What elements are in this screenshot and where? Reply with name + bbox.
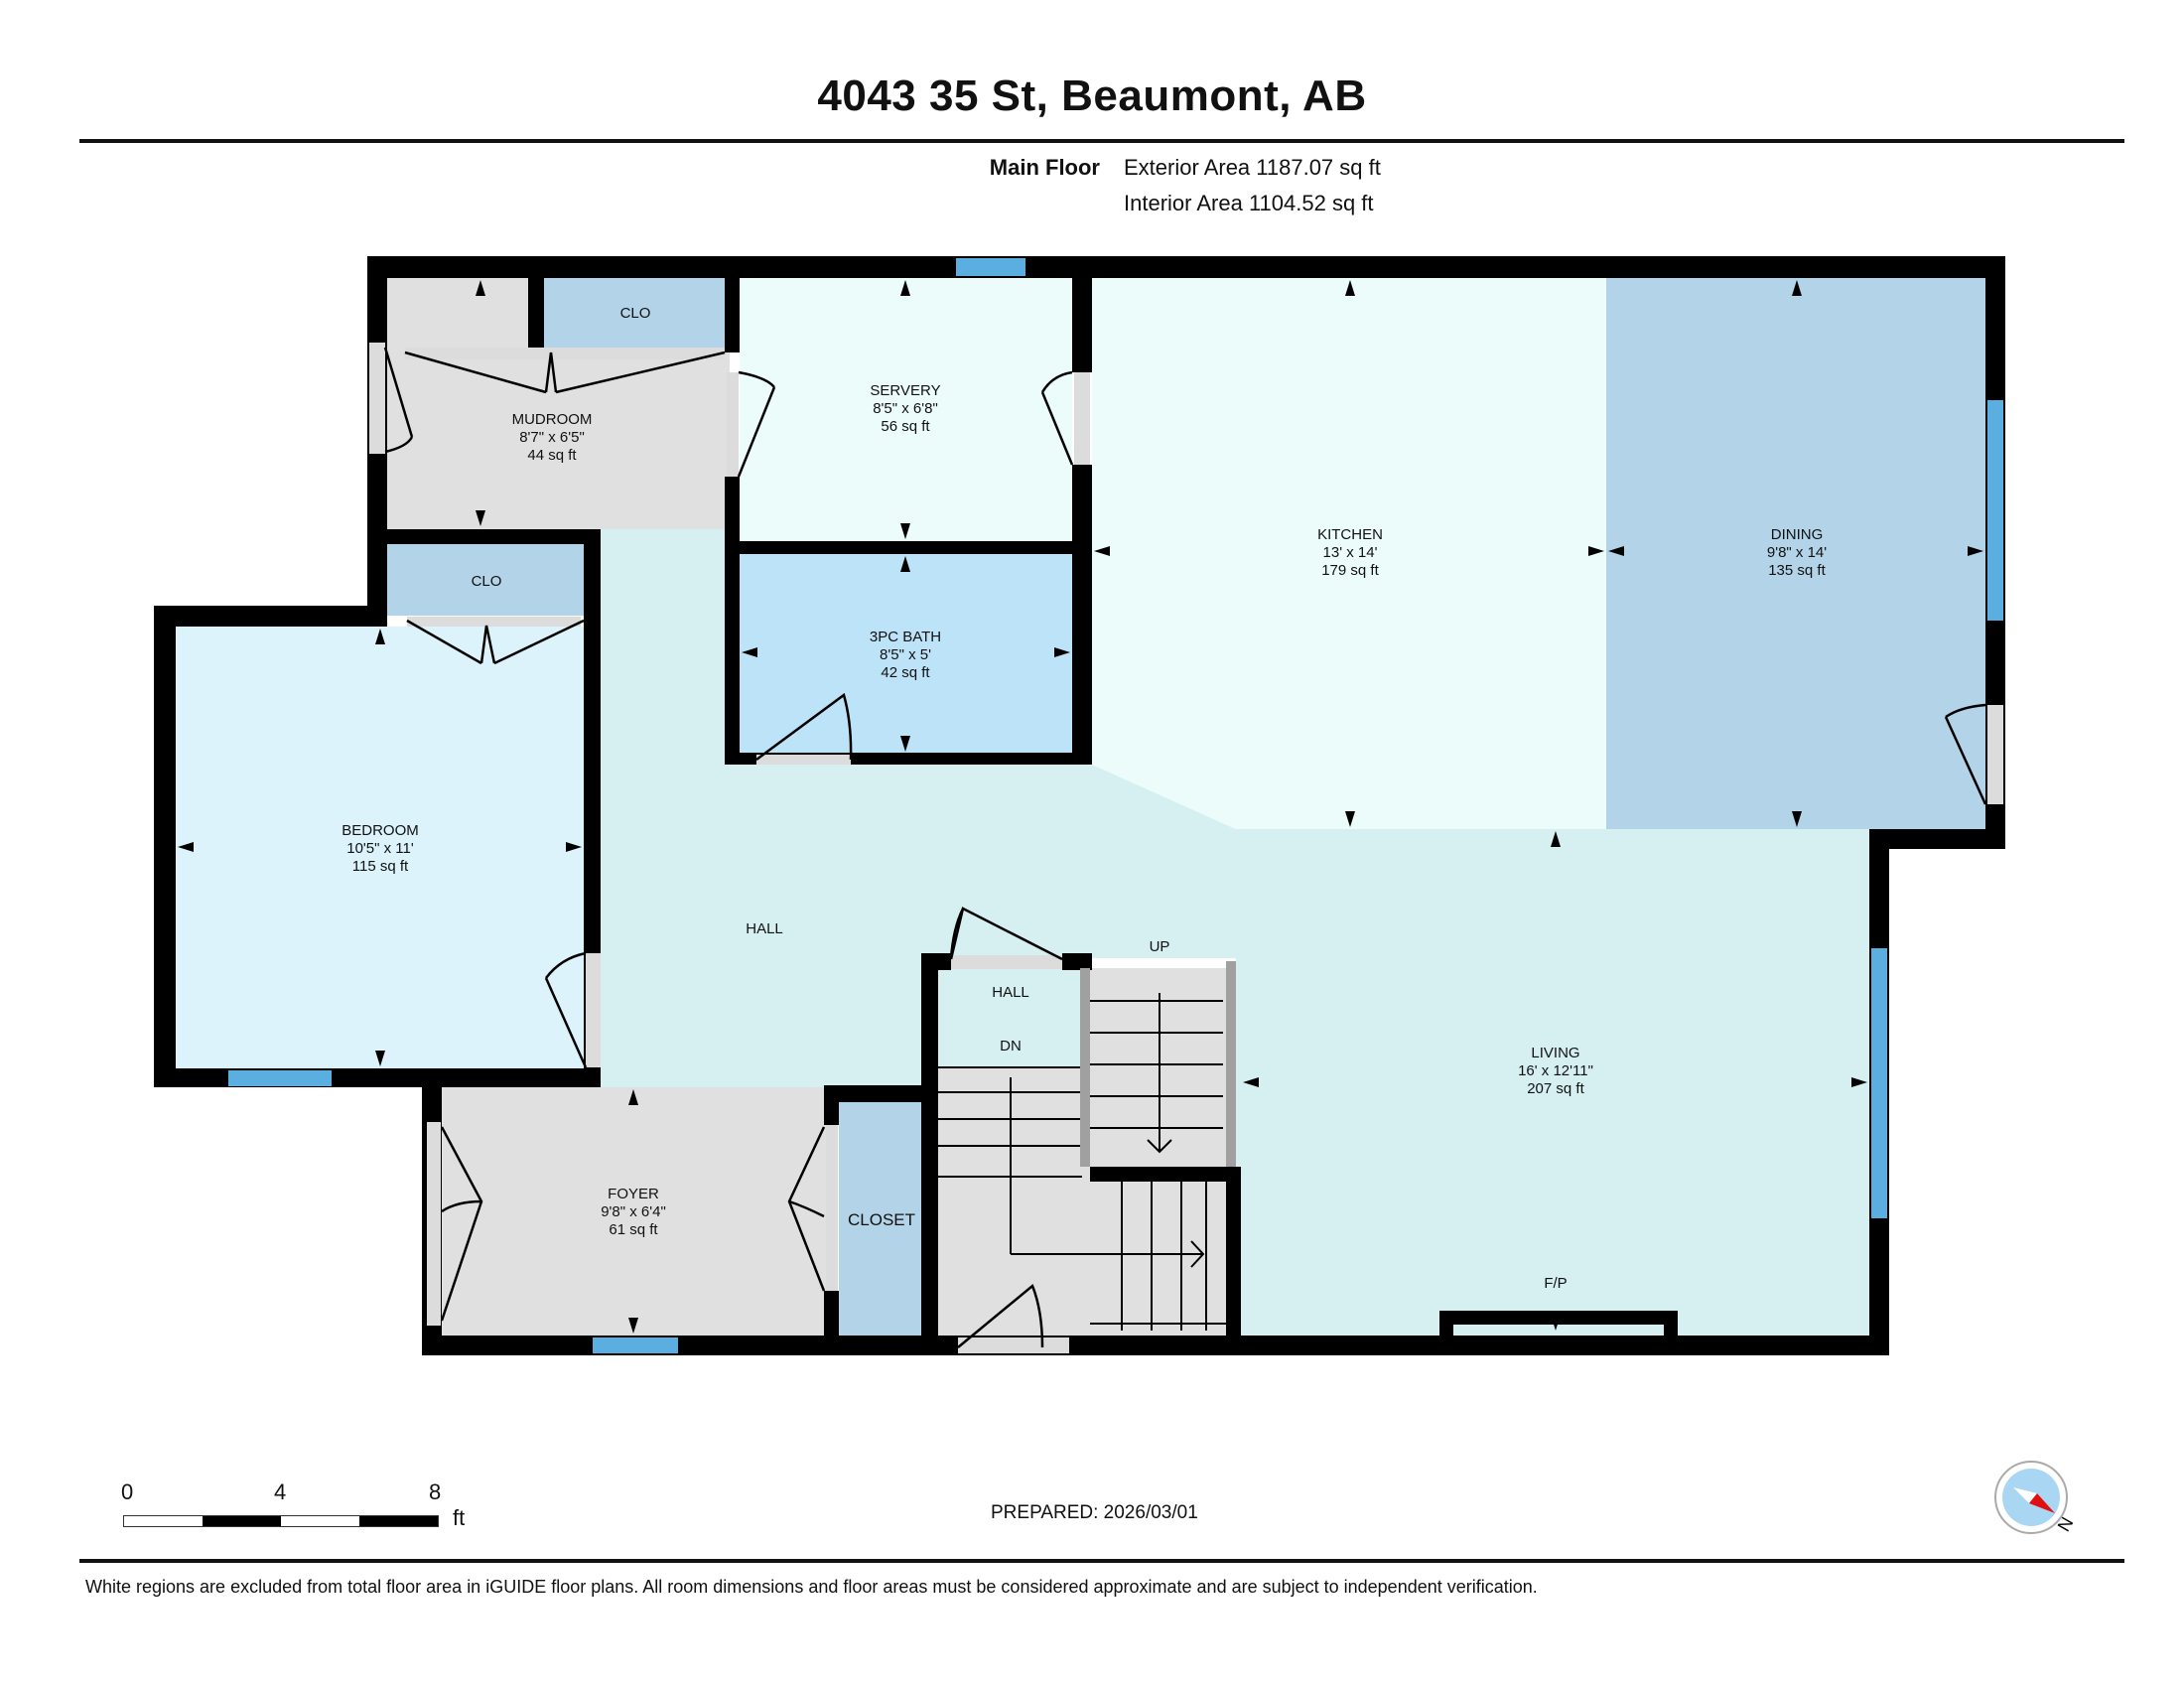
dining-area-label: 135 sq ft (1768, 562, 1826, 579)
mudroom-dims: 8'7" x 6'5" (519, 429, 585, 446)
servery-dims: 8'5" x 6'8" (873, 400, 938, 417)
room-fills (176, 278, 1985, 1336)
mudroom-name: MUDROOM (512, 411, 593, 428)
servery-name: SERVERY (870, 382, 940, 399)
dimension-arrows (178, 280, 1983, 1334)
stairs-up-area (1090, 968, 1226, 1167)
foyer-dims: 9'8" x 6'4" (601, 1203, 666, 1220)
stair-hall-label: HALL (992, 984, 1029, 1001)
windows (228, 258, 2003, 1353)
servery-area (740, 278, 1072, 541)
bath-dims: 8'5" x 5' (880, 646, 931, 663)
living-name: LIVING (1531, 1045, 1579, 1061)
window-living (1871, 948, 1887, 1218)
bath-area (740, 554, 1072, 755)
kitchen-area (1092, 278, 1606, 829)
foyer-name: FOYER (608, 1186, 659, 1202)
bath-area-label: 42 sq ft (881, 664, 930, 681)
stair-rails (1080, 961, 1236, 1167)
window-foyer (593, 1337, 678, 1353)
bedroom-name: BEDROOM (341, 822, 419, 839)
door-openings (369, 343, 2003, 1353)
stairs-down-label: DN (1000, 1038, 1022, 1055)
stairs-up-label: UP (1150, 938, 1170, 955)
bottom-divider (79, 1559, 2124, 1563)
floor-name: Main Floor (989, 155, 1100, 180)
exterior-area: Exterior Area 1187.07 sq ft (1124, 155, 1381, 180)
bedroom-area (176, 627, 584, 1068)
living-area-label: 207 sq ft (1527, 1080, 1584, 1097)
top-divider (79, 139, 2124, 143)
window-servery (956, 258, 1025, 276)
mudroom-area-label: 44 sq ft (527, 447, 577, 464)
bedroom-area-label: 115 sq ft (352, 858, 409, 875)
stairs (938, 993, 1226, 1331)
page-title: 4043 35 St, Beaumont, AB (817, 71, 1367, 120)
scale-tick-8: 8 (429, 1479, 442, 1504)
bedroom-closet-label: CLO (472, 573, 502, 590)
scale-bar: 0 4 8 ft (121, 1479, 500, 1539)
foyer-area (442, 1087, 829, 1336)
living-dims: 16' x 12'11" (1518, 1062, 1593, 1079)
bath-name: 3PC BATH (870, 629, 941, 645)
dining-dims: 9'8" x 14' (1767, 544, 1827, 561)
mudroom-closet-label: CLO (620, 305, 651, 322)
scale-tick-0: 0 (121, 1479, 134, 1504)
kitchen-area-label: 179 sq ft (1321, 562, 1379, 579)
window-bedroom (228, 1070, 332, 1086)
compass-north-label: N (2054, 1513, 2078, 1534)
dining-name: DINING (1771, 526, 1824, 543)
interior-area: Interior Area 1104.52 sq ft (1124, 191, 1374, 215)
door-swings (383, 347, 1987, 1348)
living-area (1236, 829, 1869, 1336)
stair-hall-area (938, 968, 1082, 1067)
scale-unit: ft (453, 1505, 466, 1530)
prepared-date: PREPARED: 2026/03/01 (991, 1502, 1198, 1523)
kitchen-name: KITCHEN (1317, 526, 1383, 543)
dining-area (1606, 278, 1985, 829)
bedroom-closet-area (387, 544, 584, 616)
kitchen-dims: 13' x 14' (1323, 544, 1378, 561)
bedroom-dims: 10'5" x 11' (346, 840, 414, 857)
hall-label: HALL (746, 920, 783, 937)
closet-label: CLOSET (848, 1210, 915, 1229)
servery-area-label: 56 sq ft (881, 418, 930, 435)
foyer-area-label: 61 sq ft (609, 1221, 658, 1238)
hall-area (586, 529, 1241, 1336)
scale-tick-4: 4 (274, 1479, 287, 1504)
compass-icon: N (1994, 1461, 2078, 1535)
window-dining (1987, 400, 2003, 621)
scale-bar-graphic (123, 1515, 439, 1527)
mudroom-closet-area (544, 278, 725, 348)
fireplace-label: F/P (1544, 1275, 1567, 1292)
closet-area (839, 1100, 923, 1336)
disclaimer: White regions are excluded from total fl… (85, 1577, 1538, 1597)
